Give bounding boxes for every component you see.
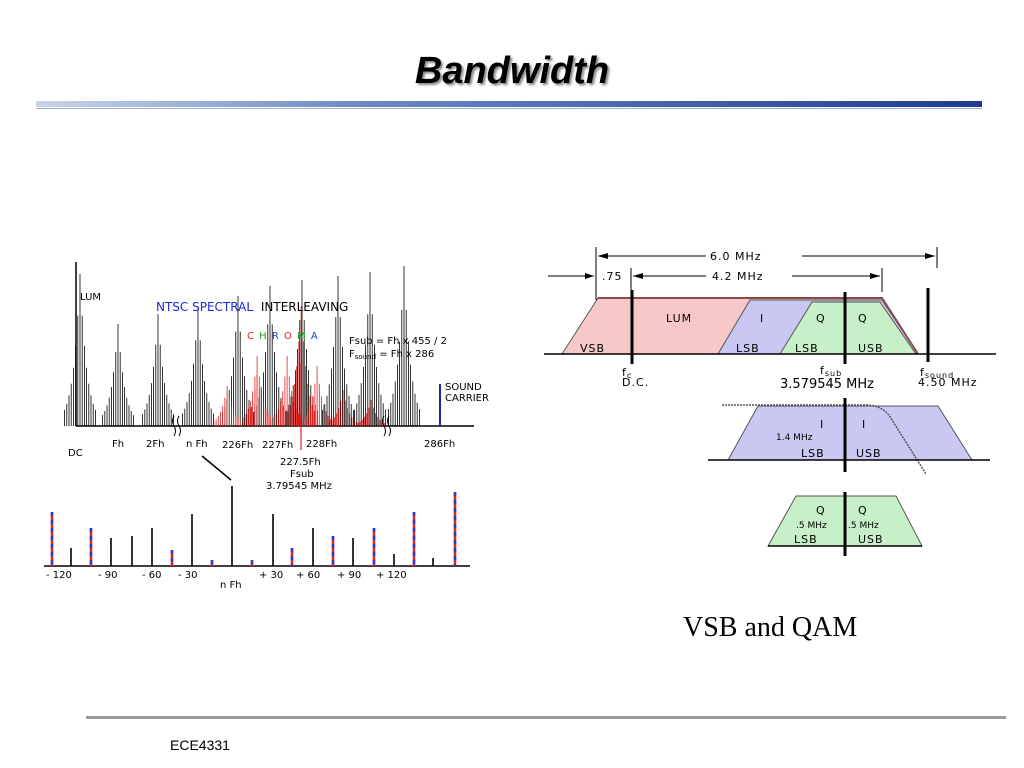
sound-carrier-label-1: SOUND — [445, 382, 482, 393]
fsub-value: 3.579545 MHz — [780, 377, 874, 392]
zoom-tick-m60: - 60 — [142, 570, 162, 581]
fc-label: fc — [622, 366, 632, 380]
q-detail-label-right: Q — [858, 504, 868, 517]
fsound-label: fsound — [920, 366, 954, 380]
zoom-center-label: n Fh — [220, 580, 242, 591]
chroma-letter: C — [247, 331, 255, 342]
q-bw-label-right: .5 MHz — [848, 521, 879, 531]
ntsc-title: NTSC SPECTRAL INTERLEAVING — [156, 300, 348, 314]
tick-286fh: 286Fh — [424, 439, 455, 450]
axis-break-right — [382, 415, 391, 437]
q-label-right: Q — [858, 312, 868, 325]
zoom-tick-p60: + 60 — [296, 570, 320, 581]
lum-label: LUM — [80, 292, 101, 303]
footer-course-code: ECE4331 — [170, 737, 230, 753]
bw-total-label: 6.0 MHz — [710, 250, 762, 263]
zoom-tick-m120: - 120 — [46, 570, 72, 581]
chroma-letter: R — [272, 331, 280, 342]
q-lsb-label: LSB — [794, 533, 818, 546]
tick-2fh: 2Fh — [146, 439, 164, 450]
lum-rolloff-dotted — [722, 404, 927, 475]
i-lsb-label: LSB — [801, 447, 825, 460]
tick-nfh: n Fh — [186, 439, 208, 450]
zoom-tick-p120: + 120 — [376, 570, 407, 581]
chroma-letter: H — [259, 331, 268, 342]
q-detail-label-left: Q — [816, 504, 826, 517]
zoom-connector — [201, 455, 232, 481]
dim-label-bg — [706, 269, 792, 282]
dc-label: D.C. — [622, 376, 649, 389]
title-divider-thin — [36, 108, 982, 109]
dim-label-bg — [706, 249, 802, 262]
q-label-left: Q — [816, 312, 826, 325]
tick-228fh: 228Fh — [306, 439, 337, 450]
ntsc-spectrum-figure: LUM NTSC SPECTRAL INTERLEAVING C H R O M… — [44, 262, 489, 591]
lsb-label-q: LSB — [795, 342, 819, 355]
fsub-equation: Fsub = Fh x 455 / 2 — [349, 336, 447, 347]
lum-label: LUM — [666, 312, 692, 325]
i-detail-label-right: I — [862, 418, 866, 431]
i-detail-band — [727, 405, 973, 461]
ntsc-title-part2: INTERLEAVING — [261, 300, 349, 314]
vsb-label: VSB — [580, 342, 605, 355]
fsub-label: fsub — [820, 364, 842, 378]
dim-arrow — [585, 273, 594, 279]
tick-227fh: 227Fh — [262, 440, 293, 451]
tick-fh: Fh — [112, 439, 124, 450]
axis-break-left — [172, 415, 181, 437]
i-usb-label: USB — [856, 447, 882, 460]
fsound-value: 4.50 MHz — [918, 376, 978, 389]
chroma-letter: O — [284, 331, 293, 342]
dc-label: DC — [68, 448, 83, 459]
vsb-qam-figure: 6.0 MHz .75 4.2 MHz LUM VSB I Q Q LSB LS… — [544, 247, 996, 556]
i-label: I — [760, 312, 764, 325]
q-usb-label: USB — [858, 533, 884, 546]
i-bw-label: 1.4 MHz — [776, 433, 813, 443]
sound-carrier-label-2: CARRIER — [445, 393, 489, 404]
usb-label-q: USB — [858, 342, 884, 355]
chroma-label: C H R O M A — [247, 331, 319, 342]
footer-divider — [86, 716, 1006, 719]
ntsc-spectral-lines — [64, 266, 420, 450]
tick-226fh: 226Fh — [222, 440, 253, 451]
slide-title: Bandwidth — [414, 50, 610, 92]
bw-lum-label: 4.2 MHz — [712, 270, 764, 283]
zoom-tick-p90: + 90 — [337, 570, 361, 581]
bw-offset-label: .75 — [602, 270, 623, 283]
ntsc-title-part1: NTSC SPECTRAL — [156, 300, 253, 314]
zoom-spectral-lines — [50, 486, 457, 566]
chroma-letter: A — [311, 331, 319, 342]
zoom-tick-m30: - 30 — [178, 570, 198, 581]
figure-caption: VSB and QAM — [683, 612, 858, 643]
fsub-note-1: 227.5Fh — [280, 457, 321, 468]
q-bw-label-left: .5 MHz — [796, 521, 827, 531]
fsound-equation: Fsound = Fh x 286 — [349, 349, 434, 361]
title-divider — [36, 101, 982, 107]
fsub-note-2: Fsub — [290, 469, 314, 480]
chroma-letter: M — [297, 331, 307, 342]
i-detail-label-left: I — [820, 418, 824, 431]
lum-outline — [598, 297, 919, 355]
fsub-note-3: 3.79545 MHz — [266, 481, 332, 492]
zoom-tick-p30: + 30 — [259, 570, 283, 581]
lsb-label-i: LSB — [736, 342, 760, 355]
zoom-tick-m90: - 90 — [98, 570, 118, 581]
